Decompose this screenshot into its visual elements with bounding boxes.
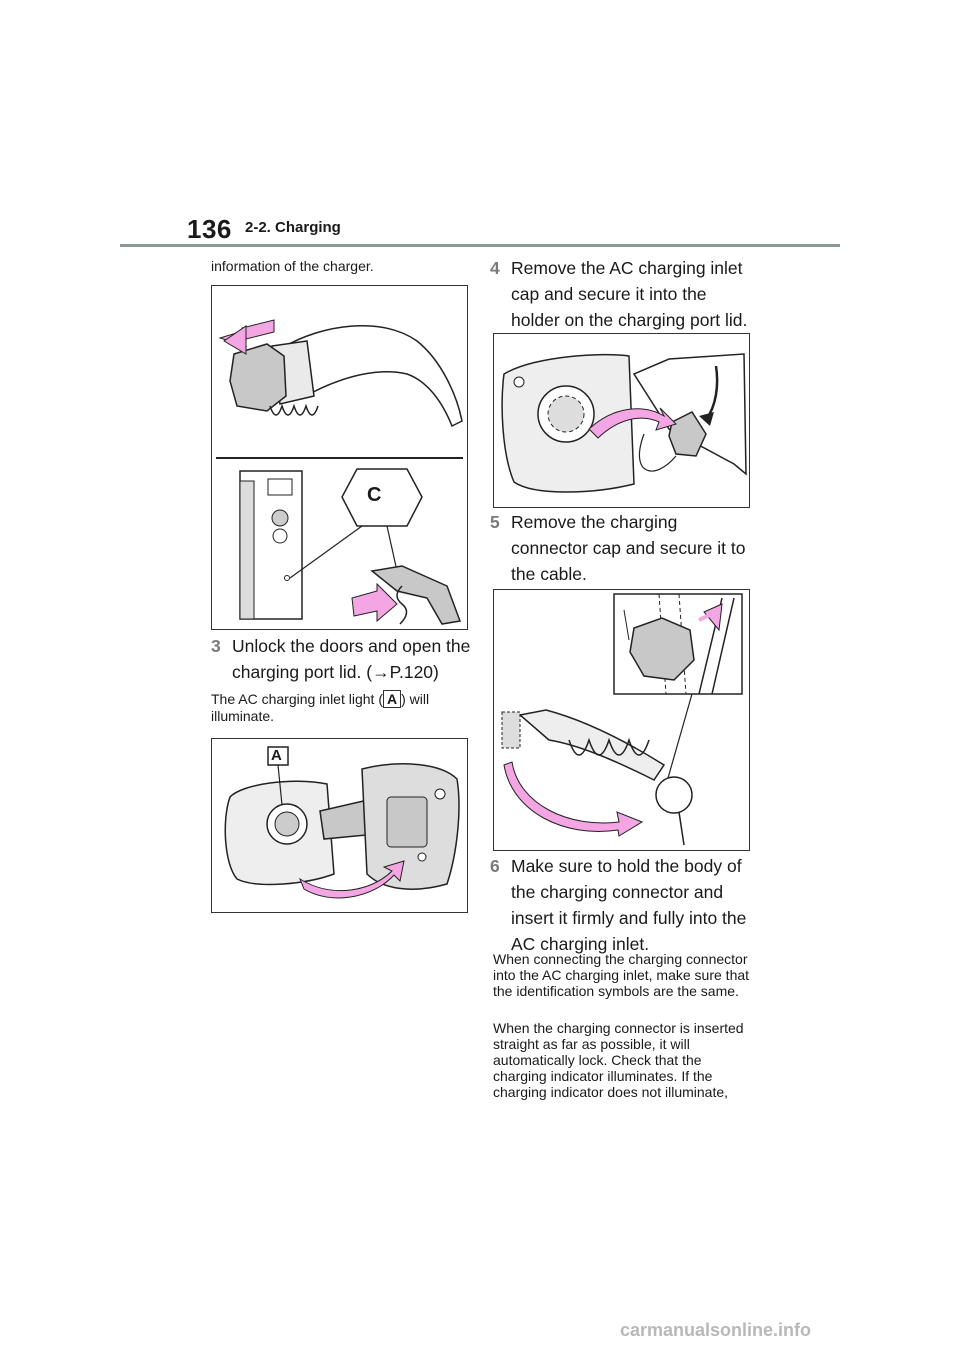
step-4-number: 4: [490, 258, 500, 278]
step-3-text: Unlock the doors and open the charging p…: [232, 636, 471, 682]
step-6-text: Make sure to hold the body of the chargi…: [511, 856, 747, 954]
note-after: ) will illuminate.: [211, 691, 430, 724]
figure-inlet-cap: [493, 333, 750, 508]
callout-label-c: C: [367, 484, 382, 506]
step-3: 3 Unlock the doors and open the charging…: [211, 633, 472, 685]
note-box-a: A: [382, 690, 402, 708]
paragraph-identification-symbols: When connecting the charging connector i…: [493, 951, 750, 999]
callout-label-a: A: [271, 747, 282, 764]
step-5: 5 Remove the charging connector cap and …: [490, 509, 746, 587]
paragraph-auto-lock: When the charging connector is inserted …: [493, 1020, 744, 1100]
header-rule: [120, 244, 840, 247]
step-4: 4 Remove the AC charging inlet cap and s…: [490, 255, 751, 333]
section-title: 2-2. Charging: [245, 219, 341, 236]
step-5-number: 5: [490, 512, 500, 532]
figure-charger-station: C: [211, 285, 468, 630]
step-6: 6 Make sure to hold the body of the char…: [490, 853, 751, 957]
step-5-text: Remove the charging connector cap and se…: [511, 512, 746, 584]
inlet-light-note: The AC charging inlet light (A) will ill…: [211, 690, 461, 724]
intro-text: information of the charger.: [211, 258, 374, 274]
step-6-number: 6: [490, 856, 500, 876]
step-3-number: 3: [211, 636, 221, 656]
watermark: carmanualsonline.info: [620, 1320, 812, 1340]
note-before: The AC charging inlet light (: [211, 691, 383, 707]
page-number: 136: [187, 214, 232, 244]
figure-connector-cap: [493, 589, 750, 851]
figure-port-lid-open: A: [211, 738, 468, 913]
step-4-text: Remove the AC charging inlet cap and sec…: [511, 258, 748, 330]
